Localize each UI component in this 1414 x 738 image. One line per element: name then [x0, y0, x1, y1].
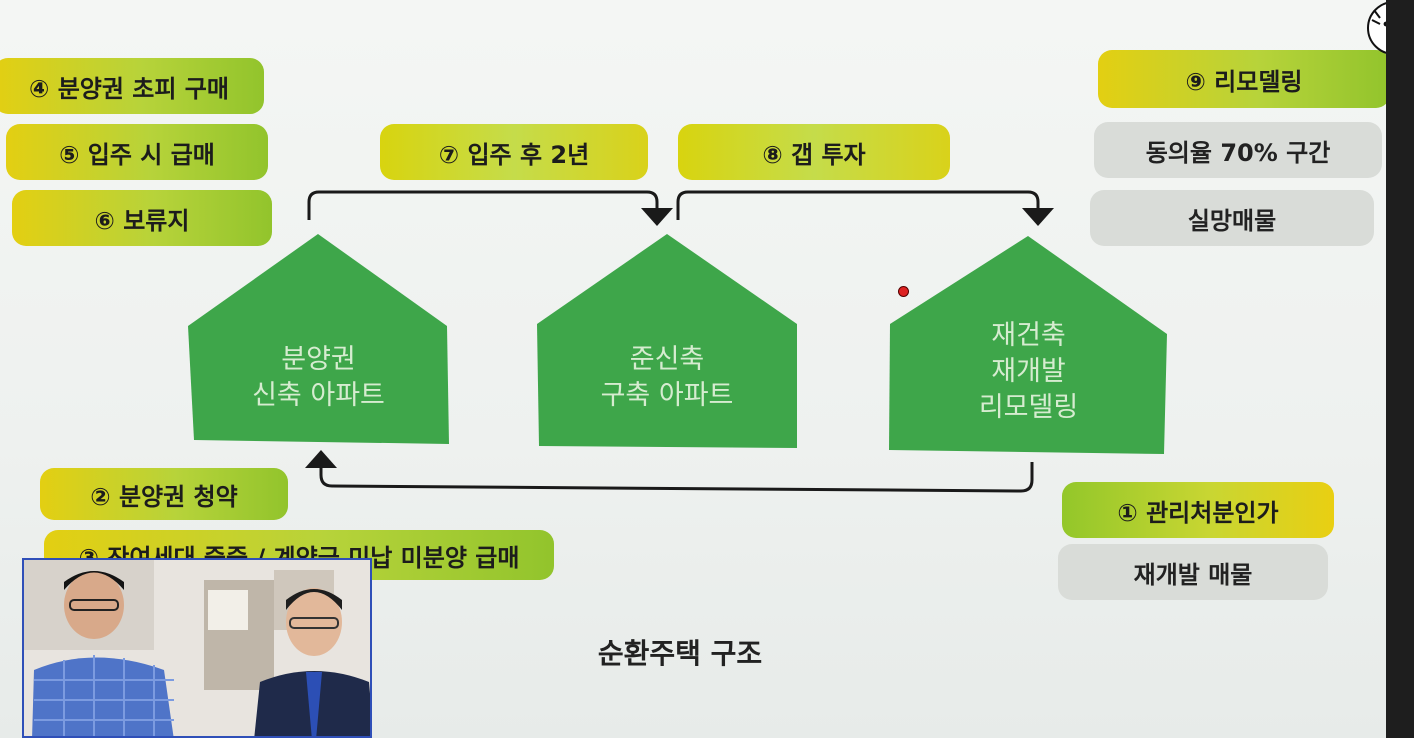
pill-redevelopment-listings: 재개발 매물 — [1058, 544, 1328, 600]
pill-step-7: ⑦ 입주 후 2년 — [380, 124, 648, 180]
house-label-reconstruction: 재건축 재개발 리모델링 — [890, 318, 1167, 426]
pill-step-3: ③ 잔여세대 줍줍 / 계약금 미납 미분양 급매 — [44, 530, 554, 580]
arrow-reconstruction-to-new — [319, 462, 1034, 493]
house-label-reconstruction-line3: 리모델링 — [978, 392, 1079, 423]
pill-step-5: ⑤ 입주 시 급매 — [6, 124, 268, 180]
house-reconstruction — [889, 236, 1167, 454]
house-label-semi-line2: 구축 아파트 — [600, 380, 734, 411]
house-label-semi-line1: 준신축 — [629, 344, 705, 375]
webcam-overlay — [22, 558, 372, 738]
pill-consent-70: 동의율 70% 구간 — [1094, 122, 1382, 178]
house-label-reconstruction-line2: 재개발 — [991, 356, 1066, 387]
pill-step-4: ④ 분양권 초피 구매 — [0, 58, 264, 114]
house-label-new-line2: 신축 아파트 — [252, 380, 385, 411]
arrow-semi-to-reconstruction — [676, 190, 1040, 220]
house-label-new-line1: 분양권 — [281, 344, 356, 375]
pill-step-2: ② 분양권 청약 — [40, 468, 288, 520]
house-label-reconstruction-line1: 재건축 — [991, 320, 1066, 351]
arrow-new-to-semi — [307, 190, 659, 220]
pill-disappointing-listings: 실망매물 — [1090, 190, 1374, 246]
pill-step-8: ⑧ 갭 투자 — [678, 124, 950, 180]
webcam-scene — [24, 560, 370, 736]
tiger-face-icon — [1367, 2, 1386, 54]
arrowhead-semi — [641, 208, 673, 226]
pill-step-1: ① 관리처분인가 — [1062, 482, 1334, 538]
pill-step-9: ⑨ 리모델링 — [1098, 50, 1386, 108]
house-label-semi: 준신축 구축 아파트 — [537, 342, 797, 414]
house-semi-new-apartment — [537, 234, 797, 448]
house-new-apartment — [188, 234, 449, 444]
pill-step-6: ⑥ 보류지 — [12, 190, 272, 246]
house-label-new: 분양권 신축 아파트 — [188, 342, 449, 414]
arrowhead-reconstruction — [1022, 208, 1054, 226]
laser-pointer-dot — [898, 286, 909, 297]
slide-caption: 순환주택 구조 — [597, 637, 763, 670]
arrowhead-new — [305, 450, 337, 468]
